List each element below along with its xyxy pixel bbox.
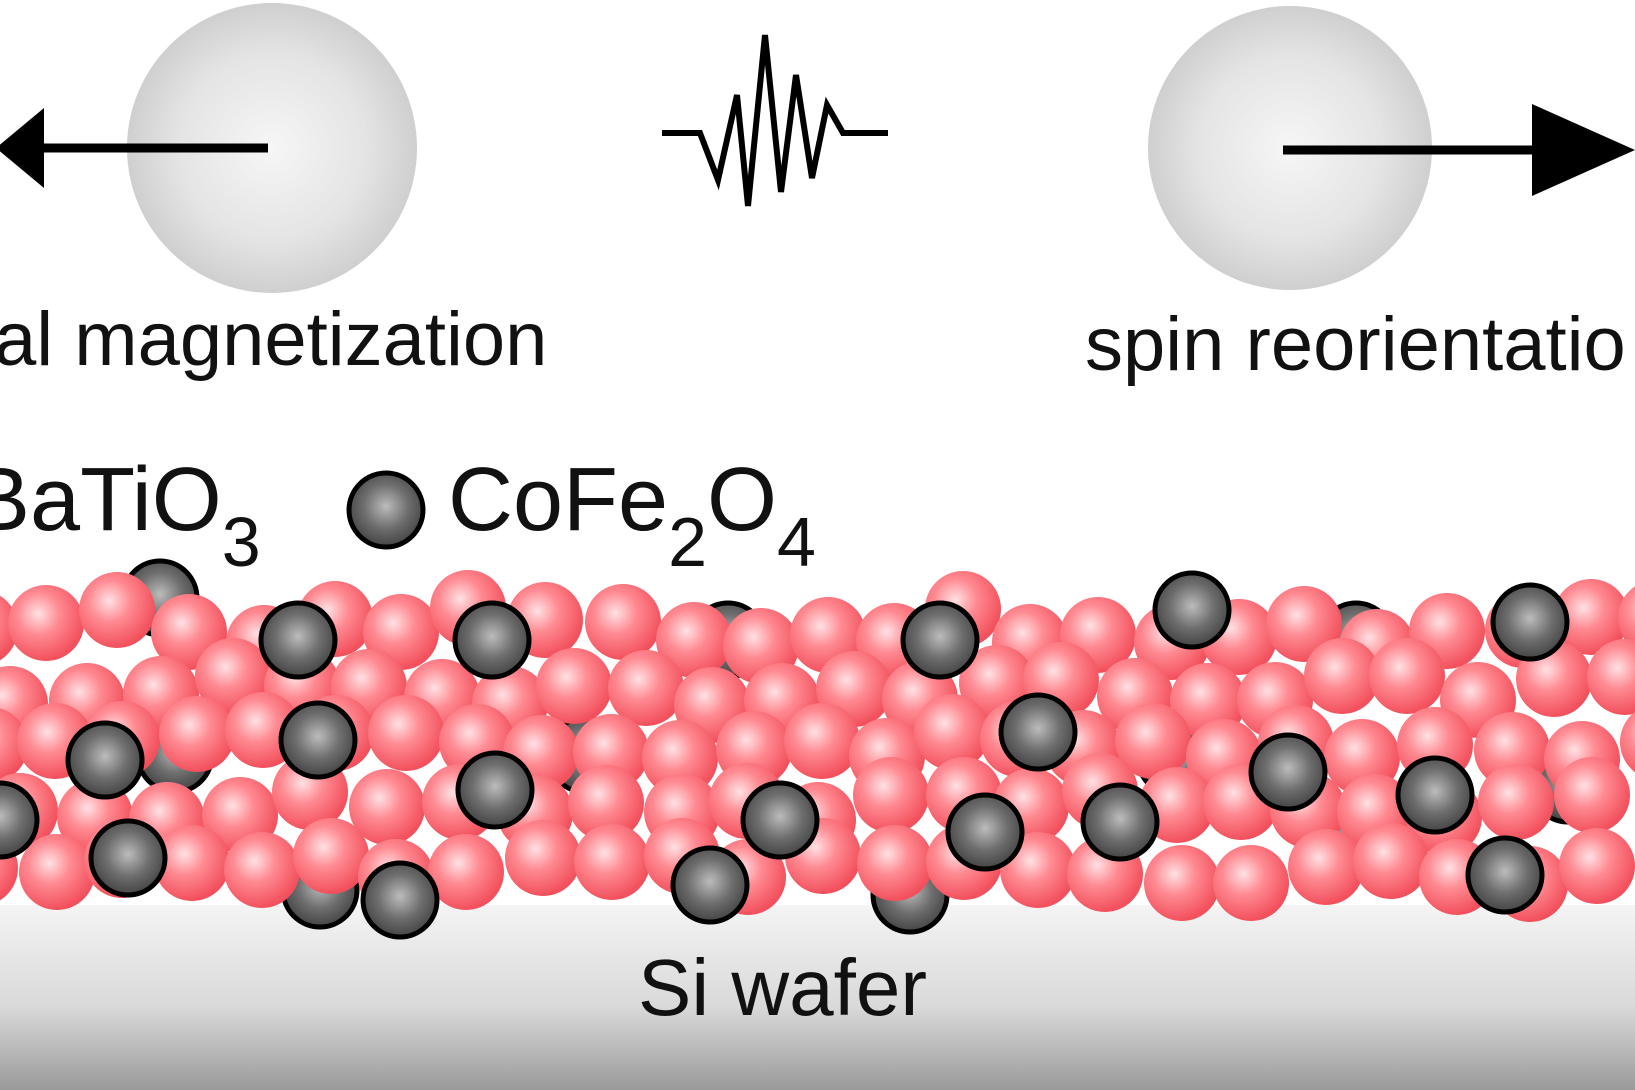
cofe2o4-particle — [1395, 755, 1475, 835]
batio3-particle — [505, 820, 581, 896]
batio3-particle — [363, 594, 439, 670]
left-sphere-icon — [127, 3, 417, 293]
batio3-particle — [1304, 638, 1380, 714]
batio3-particle — [536, 648, 612, 724]
arrow-right-icon — [1283, 104, 1635, 196]
cofe2o4-particle — [0, 780, 40, 860]
arrow-left-icon — [0, 108, 268, 188]
si-wafer-substrate — [0, 905, 1635, 1090]
cofe2o4-particle — [1248, 732, 1328, 812]
batio3-particle — [79, 572, 155, 648]
cofe2o4-particle — [360, 860, 440, 940]
batio3-particle — [568, 765, 644, 841]
batio3-particle — [642, 720, 718, 796]
cofe2o4-particle — [1152, 570, 1232, 650]
cofe2o4-particle — [945, 792, 1025, 872]
batio3-particle — [608, 650, 684, 726]
cofe2o4-particle — [1080, 782, 1160, 862]
batio3-particle — [857, 825, 933, 901]
cofe2o4-particle — [670, 845, 750, 925]
batio3-particle — [349, 769, 425, 845]
cofe2o4-particle — [740, 780, 820, 860]
batio3-particle — [1144, 845, 1220, 921]
zigzag-signal-icon — [662, 34, 888, 207]
batio3-particle — [1559, 828, 1635, 904]
batio3-particle — [154, 825, 230, 901]
cofe2o4-particle — [1465, 835, 1545, 915]
batio3-particle — [368, 695, 444, 771]
left-state-label: al magnetization — [0, 297, 547, 382]
batio3-particle — [574, 824, 650, 900]
cofe2o4-particle — [1490, 582, 1570, 662]
legend-batio3-label: BaTiO3 — [0, 450, 261, 581]
batio3-particle — [293, 818, 369, 894]
batio3-particle — [1213, 845, 1289, 921]
batio3-particle — [1266, 586, 1342, 662]
batio3-particle — [585, 584, 661, 660]
cofe2o4-particle — [278, 700, 358, 780]
cofe2o4-particle — [88, 818, 168, 898]
batio3-particle — [1369, 638, 1445, 714]
batio3-particle — [1554, 757, 1630, 833]
batio3-particle — [1620, 711, 1635, 773]
batio3-particle — [1288, 829, 1364, 905]
batio3-particle — [1553, 579, 1629, 655]
nanoparticle-film — [0, 558, 1635, 940]
batio3-particle — [159, 696, 235, 772]
legend: BaTiO3 CoFe2O4 — [0, 450, 816, 581]
batio3-particle — [19, 834, 95, 910]
batio3-particle — [853, 757, 929, 833]
batio3-particle — [914, 694, 990, 770]
batio3-particle — [224, 832, 300, 908]
cofe2o4-particle — [455, 750, 535, 830]
batio3-particle — [1478, 764, 1554, 840]
batio3-particle — [1353, 823, 1429, 899]
cofe2o4-particle — [258, 600, 338, 680]
batio3-particle — [784, 703, 860, 779]
batio3-particle — [428, 834, 504, 910]
batio3-particle — [1587, 639, 1635, 715]
batio3-particle — [8, 585, 84, 661]
batio3-particle — [1618, 586, 1635, 650]
cofe2o4-particle — [65, 720, 145, 800]
cofe2o4-particle — [452, 600, 532, 680]
substrate-label: Si wafer — [638, 943, 927, 1032]
legend-cofe2o4-label: CoFe2O4 — [448, 450, 816, 581]
batio3-particle — [1115, 703, 1191, 779]
right-state-label: spin reorientatio — [1085, 302, 1626, 387]
batio3-particle — [656, 602, 732, 678]
gray-sphere-icon — [346, 470, 426, 550]
cofe2o4-particle — [900, 600, 980, 680]
cofe2o4-particle — [998, 692, 1078, 772]
